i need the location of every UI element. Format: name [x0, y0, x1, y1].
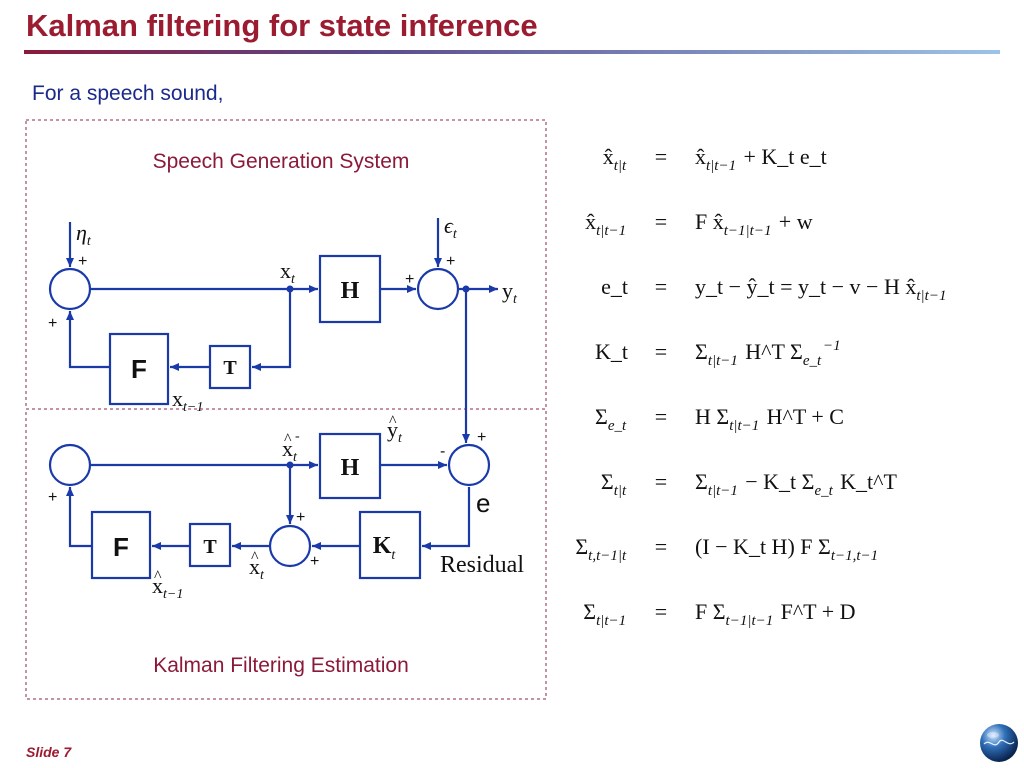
estimation-frame [25, 408, 547, 700]
equation-rhs: (I − K_t H) F Σt−1,t−1 [695, 534, 880, 564]
block-H-bottom [318, 432, 382, 500]
xt1-post-hat: ^ [154, 568, 162, 585]
xt1-label: xt−1 [172, 386, 203, 415]
equation-rhs: F Σt−1|t−1 F^T + D [695, 599, 856, 629]
equation-rhs: H Σt|t−1 H^T + C [695, 404, 844, 434]
equation-lhs: Σe_t [595, 404, 628, 434]
yhat-label: yt [387, 417, 403, 446]
plus-sign: + [310, 553, 319, 570]
equals-sign: = [655, 599, 667, 624]
equals-sign: = [655, 469, 667, 494]
residual-label: Residual [440, 552, 524, 578]
block-F-top [108, 332, 170, 406]
yt-label: yt [502, 278, 518, 307]
plus-sign: + [405, 271, 414, 288]
equation-rhs: Σt|t−1 H^T Σe_t −1 [695, 338, 842, 369]
plus-sign: + [48, 315, 57, 332]
block-T-bottom [188, 522, 232, 568]
kalman-block-diagram: Speech Generation System Kalman Filterin… [25, 119, 547, 700]
sum-node-update [268, 524, 312, 568]
equation-rhs: Σt|t−1 − K_t Σe_t K_t^T [695, 469, 897, 499]
e-label: e [476, 488, 490, 518]
sum-node-prior [48, 443, 92, 487]
plus-sign: + [48, 489, 57, 506]
block-F-bottom-label: F [113, 532, 129, 562]
slide-number: Slide 7 [26, 744, 72, 760]
plus-sign: + [477, 429, 486, 446]
equation-lhs: K_t [595, 339, 628, 364]
equation-lhs: e_t [601, 274, 628, 299]
equals-sign: = [655, 144, 667, 169]
junction-dot [286, 285, 294, 293]
title-underline [24, 50, 1000, 54]
equals-sign: = [655, 209, 667, 234]
block-T-bottom-label: T [203, 536, 217, 558]
plus-sign: + [78, 253, 87, 270]
kalman-equations: x̂t|t = x̂t|t−1 + K_t e_t x̂t|t−1 = F x̂t−1… [575, 144, 948, 629]
block-H-bottom-label: H [341, 455, 360, 481]
block-F-top-label: F [131, 354, 147, 384]
equals-sign: = [655, 274, 667, 299]
xt-post-hat: ^ [251, 549, 259, 566]
xt-label: xt [280, 258, 296, 287]
generation-caption: Speech Generation System [153, 150, 410, 173]
xt-prior-label: xt [282, 436, 298, 465]
equation-lhs: x̂t|t−1 [585, 209, 628, 239]
eta-label: ηt [76, 220, 92, 249]
equals-sign: = [655, 339, 667, 364]
globe-logo [980, 724, 1018, 762]
equals-sign: = [655, 404, 667, 429]
slide-subtitle: For a speech sound, [32, 82, 224, 105]
plus-sign: + [446, 253, 455, 270]
block-H-top-label: H [341, 278, 360, 304]
xt-prior-bar: - [295, 429, 300, 444]
slide-title: Kalman filtering for state inference [26, 8, 538, 43]
minus-sign: - [440, 443, 445, 460]
plus-sign: + [296, 509, 305, 526]
equation-lhs: x̂t|t [603, 144, 628, 174]
yhat-hat: ^ [389, 413, 397, 430]
sum-node-state [48, 267, 92, 311]
block-T-top-label: T [223, 357, 237, 379]
block-K-label: Kt [373, 533, 397, 563]
xt-post-label: xt [249, 554, 265, 583]
equation-lhs: Σt,t−1|t [575, 534, 628, 564]
equation-lhs: Σt|t−1 [583, 599, 628, 629]
junction-dot [462, 285, 470, 293]
xt-prior-hat: ^ [284, 431, 292, 448]
equation-rhs: x̂t|t−1 + K_t e_t [695, 144, 827, 174]
equation-lhs: Σt|t [601, 469, 628, 499]
block-K [358, 510, 422, 580]
estimation-caption: Kalman Filtering Estimation [153, 654, 409, 677]
block-F-bottom [90, 510, 152, 580]
sum-node-residual [447, 443, 491, 487]
xt1-post-label: xt−1 [152, 573, 183, 602]
junction-dot [286, 461, 294, 469]
equation-rhs: F x̂t−1|t−1 + w [695, 209, 813, 239]
equals-sign: = [655, 534, 667, 559]
sum-node-output [416, 267, 460, 311]
epsilon-label: ϵt [444, 213, 458, 242]
equation-rhs: y_t − ŷ_t = y_t − v − H x̂t|t−1 [695, 274, 948, 304]
